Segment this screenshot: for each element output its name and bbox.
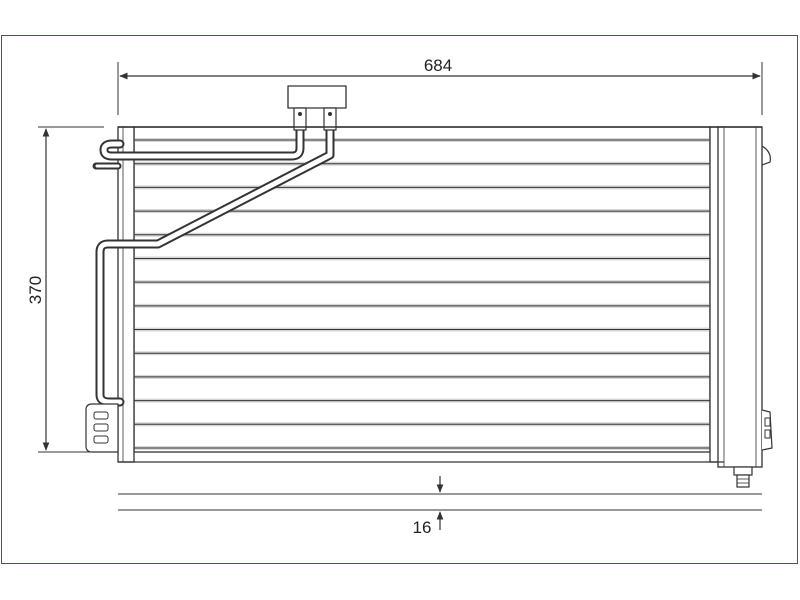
fin-rows [134, 138, 710, 450]
bracket-slot [93, 435, 109, 444]
refrigerant-pipes [85, 85, 347, 453]
thickness-label: 16 [413, 518, 432, 537]
height-dimension: 370 [26, 126, 104, 453]
left-tank-body [117, 126, 135, 463]
mounting-bracket [85, 403, 119, 453]
pipe-fitting-left [293, 107, 307, 131]
receiver-drier [717, 126, 763, 468]
core-outline [133, 126, 711, 453]
bracket-slot [93, 411, 109, 420]
receiver-top-cap [761, 145, 771, 166]
diagram-frame [1, 35, 798, 564]
lower-pipe [97, 102, 333, 405]
bracket-slot [93, 423, 109, 432]
condenser-core [133, 126, 711, 453]
drain-plug [736, 474, 750, 488]
height-label: 370 [26, 276, 45, 304]
fitting-bolt [298, 112, 302, 116]
drain-plug-base [733, 466, 753, 476]
fitting-bolt [328, 112, 332, 116]
right-header-tank [709, 126, 773, 488]
upper-pipe [101, 102, 303, 159]
width-label: 684 [424, 56, 452, 75]
left-header-tank [117, 126, 135, 463]
bracket-hole [764, 429, 771, 439]
width-dimension: 684 [117, 56, 763, 115]
bracket-hole [764, 417, 771, 427]
pipe-connection-block [287, 85, 347, 109]
thickness-dimension: 16 [118, 476, 762, 537]
pipe-fitting-right [323, 107, 337, 131]
